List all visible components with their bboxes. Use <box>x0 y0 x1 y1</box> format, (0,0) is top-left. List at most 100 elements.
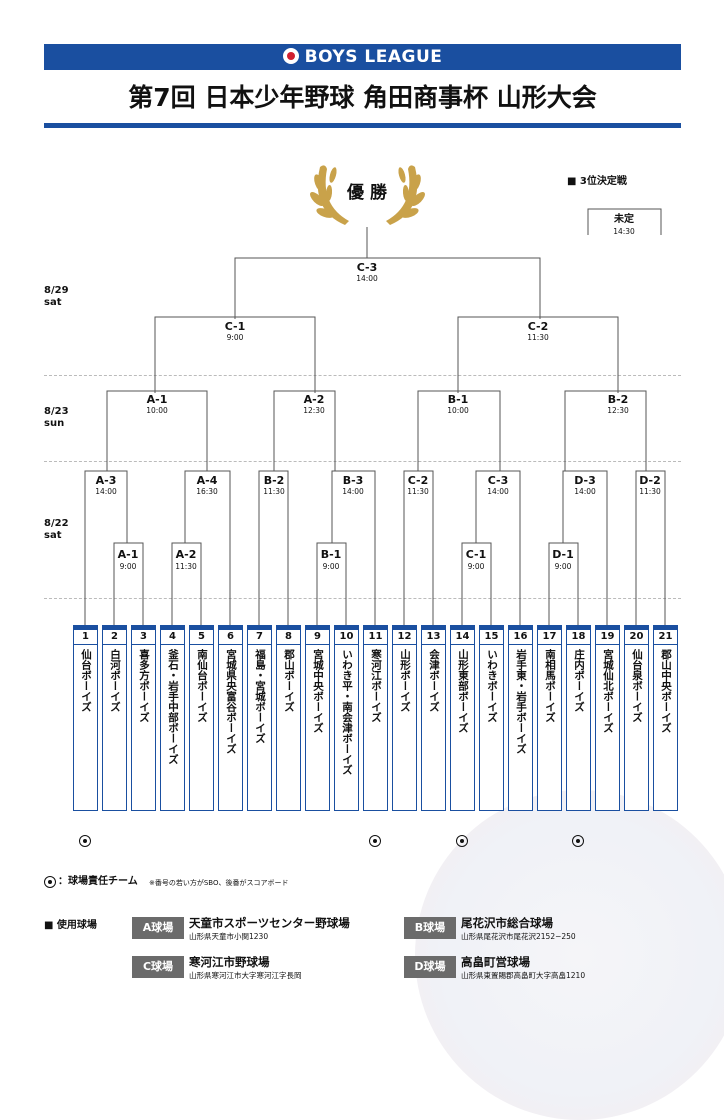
bracket-line <box>84 470 128 625</box>
match-time: 12:30 <box>607 406 629 415</box>
team-number: 10 <box>335 630 358 645</box>
team-box: 12 山形ボーイズ <box>392 625 417 811</box>
team-name: 南相馬ボーイズ <box>544 649 556 723</box>
tournament-bracket <box>84 208 666 625</box>
team-name: 宮城県央富谷ボーイズ <box>225 649 237 754</box>
responsible-team-icon <box>369 835 381 847</box>
match-time: 16:30 <box>196 487 218 496</box>
team-name: 郡山中央ボーイズ <box>660 649 672 733</box>
team-number: 8 <box>277 630 300 645</box>
day-text: sat <box>44 530 62 541</box>
date-text: 8/29 <box>44 285 69 296</box>
venue-badge: C球場 <box>132 956 184 978</box>
bracket-line <box>548 542 579 625</box>
venue-name: 尾花沢市総合球場 <box>461 916 553 930</box>
bracket-line <box>316 542 347 625</box>
team-number: 13 <box>422 630 445 645</box>
team-number: 9 <box>306 630 329 645</box>
bracket-line <box>258 470 289 625</box>
date-label: 8/29 sat <box>44 285 69 309</box>
legend-label: ：球場責任チーム <box>58 876 138 887</box>
team-name: 福島・宮城ボーイズ <box>254 649 266 744</box>
bracket-line <box>113 542 144 625</box>
team-name: 山形ボーイズ <box>399 649 411 712</box>
match-time: 11:30 <box>263 487 285 496</box>
responsible-team-icon <box>456 835 468 847</box>
team-box: 1 仙台ボーイズ <box>73 625 98 811</box>
third-place-heading: ■ 3位決定戦 <box>567 176 627 187</box>
bracket-line <box>171 542 202 625</box>
match-label: C-3 <box>487 474 509 487</box>
match-time: 14:00 <box>356 274 378 283</box>
match-label: B-1 <box>447 393 469 406</box>
match-time: 10:00 <box>146 406 168 415</box>
date-label: 8/23 sun <box>44 406 69 430</box>
match-label: D-3 <box>574 474 596 487</box>
third-place-status: 未定 <box>614 214 634 225</box>
bracket-line <box>457 316 619 393</box>
team-name: 庄内ボーイズ <box>573 649 585 712</box>
team-box: 6 宮城県央富谷ボーイズ <box>218 625 243 811</box>
match-label: A-1 <box>117 548 139 561</box>
bracket-line <box>417 390 501 471</box>
page-title: 第7回 日本少年野球 角田商事杯 山形大会 <box>128 83 597 112</box>
date-label: 8/22 sat <box>44 518 69 542</box>
bracket-line <box>475 470 521 625</box>
match-label: D-2 <box>639 474 661 487</box>
legend-note: ※番号の若い方がSBO、後番がスコアボード <box>149 879 289 887</box>
bracket-line <box>106 390 208 471</box>
match-time: 12:30 <box>303 406 325 415</box>
venue-name: 天童市スポーツセンター野球場 <box>189 916 350 930</box>
team-number: 18 <box>567 630 590 645</box>
bracket-line <box>403 470 434 625</box>
match-label: C-1 <box>224 320 246 333</box>
day-text: sun <box>44 418 65 429</box>
team-number: 6 <box>219 630 242 645</box>
match-label: C-2 <box>407 474 429 487</box>
team-name: いわき平・南会津ボーイズ <box>341 649 353 775</box>
date-text: 8/22 <box>44 518 69 529</box>
venue-badge: A球場 <box>132 917 184 939</box>
date-divider <box>44 461 681 462</box>
team-name: 郡山ボーイズ <box>283 649 295 712</box>
bracket-line <box>564 390 647 471</box>
team-name: 仙台ボーイズ <box>80 649 92 712</box>
match-time: 11:30 <box>407 487 429 496</box>
match-label: A-1 <box>146 393 168 406</box>
match-time: 11:30 <box>175 562 197 571</box>
match-label: B-1 <box>320 548 342 561</box>
venue-name: 寒河江市野球場 <box>189 955 270 969</box>
team-number: 11 <box>364 630 387 645</box>
venue-address: 山形県天童市小関1230 <box>189 932 269 941</box>
match-time: 11:30 <box>639 487 661 496</box>
team-number: 1 <box>74 630 97 645</box>
match-time: 9:00 <box>467 562 485 571</box>
bracket-line <box>587 208 662 235</box>
match-time: 14:00 <box>95 487 117 496</box>
venue-badge: D球場 <box>404 956 456 978</box>
bracket-line <box>234 257 541 319</box>
team-number: 17 <box>538 630 561 645</box>
match-time: 9:00 <box>554 562 572 571</box>
team-name: 山形東部ボーイズ <box>457 649 469 733</box>
champion-label: 優 勝 <box>347 183 387 203</box>
match-label: A-2 <box>303 393 325 406</box>
team-name: 仙台泉ボーイズ <box>631 649 643 723</box>
match-time: 9:00 <box>322 562 340 571</box>
match-label: A-4 <box>196 474 218 487</box>
team-number: 20 <box>625 630 648 645</box>
match-label: A-3 <box>95 474 117 487</box>
venue-name: 高畠町営球場 <box>461 955 530 969</box>
team-box: 8 郡山ボーイズ <box>276 625 301 811</box>
match-label: A-2 <box>175 548 197 561</box>
team-number: 12 <box>393 630 416 645</box>
team-number: 16 <box>509 630 532 645</box>
